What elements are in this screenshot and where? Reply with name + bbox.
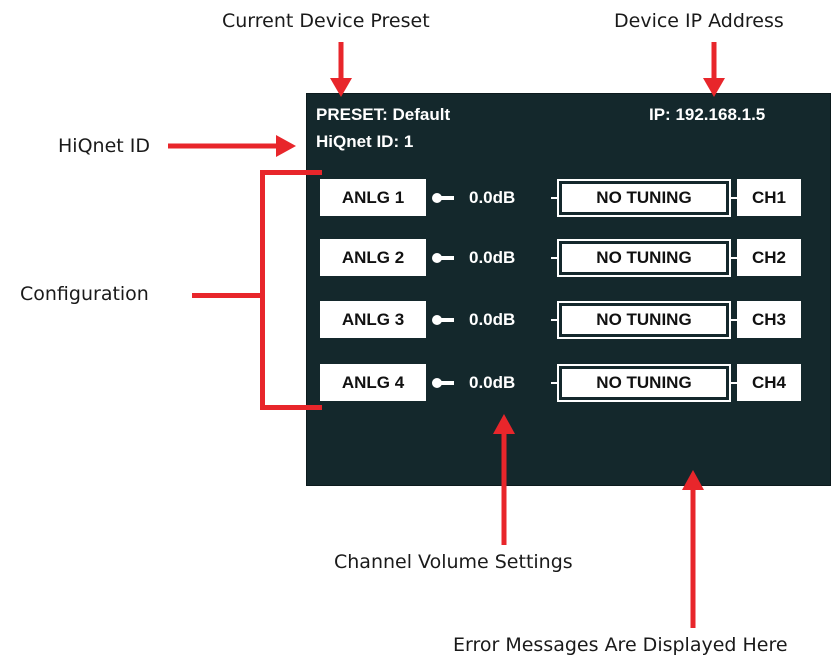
preset-readout: PRESET: Default — [316, 105, 451, 124]
hiqnet-id-label: HiQnet ID — [58, 135, 150, 157]
configuration-bracket-top — [260, 170, 322, 175]
tuning-status: NO TUNING — [562, 306, 726, 334]
volume-knob-stem — [440, 381, 454, 385]
channel-volume-settings-label: Channel Volume Settings — [334, 551, 573, 573]
input-source-box[interactable]: ANLG 1 — [320, 179, 426, 216]
volume-knob-icon — [432, 315, 442, 325]
output-channel-box[interactable]: CH1 — [737, 179, 801, 216]
ip-arrow-head-icon — [703, 78, 725, 97]
connector-line — [551, 197, 557, 199]
preset-arrow-head-icon — [330, 78, 352, 97]
tuning-status: NO TUNING — [562, 369, 726, 397]
volume-knob-stem — [440, 256, 454, 260]
hiqnet-readout: HiQnet ID: 1 — [316, 132, 414, 151]
configuration-label: Configuration — [20, 283, 149, 305]
device-screen: PRESET: Default IP: 192.168.1.5 HiQnet I… — [306, 93, 831, 486]
volume-knob-icon — [432, 193, 442, 203]
error-messages-label: Error Messages Are Displayed Here — [453, 634, 788, 656]
connector-line — [731, 197, 737, 199]
output-channel-box[interactable]: CH2 — [737, 239, 801, 276]
volume-arrow-head-icon — [493, 414, 515, 434]
tuning-status: NO TUNING — [562, 244, 726, 272]
current-device-preset-label: Current Device Preset — [222, 10, 430, 32]
connector-line — [731, 319, 737, 321]
ip-readout: IP: 192.168.1.5 — [649, 105, 766, 124]
tuning-frame[interactable]: NO TUNING — [557, 364, 731, 402]
error-arrow-head-icon — [682, 470, 704, 490]
volume-value: 0.0dB — [469, 373, 516, 392]
volume-knob-stem — [440, 196, 454, 200]
volume-knob-icon — [432, 253, 442, 263]
volume-knob-stem — [440, 318, 454, 322]
output-channel-box[interactable]: CH4 — [737, 364, 801, 401]
tuning-frame[interactable]: NO TUNING — [557, 239, 731, 277]
input-source-box[interactable]: ANLG 4 — [320, 364, 426, 401]
volume-value: 0.0dB — [469, 248, 516, 267]
tuning-frame[interactable]: NO TUNING — [557, 179, 731, 217]
configuration-bracket-vertical — [260, 170, 265, 410]
configuration-bracket-bottom — [260, 405, 322, 410]
connector-line — [731, 257, 737, 259]
volume-value: 0.0dB — [469, 310, 516, 329]
hiqnet-arrow-head-icon — [276, 135, 296, 157]
output-channel-box[interactable]: CH3 — [737, 301, 801, 338]
tuning-status: NO TUNING — [562, 184, 726, 212]
volume-value: 0.0dB — [469, 188, 516, 207]
connector-line — [551, 319, 557, 321]
connector-line — [551, 257, 557, 259]
input-source-box[interactable]: ANLG 2 — [320, 239, 426, 276]
connector-line — [551, 382, 557, 384]
connector-line — [731, 382, 737, 384]
volume-knob-icon — [432, 378, 442, 388]
input-source-box[interactable]: ANLG 3 — [320, 301, 426, 338]
configuration-pointer-line — [192, 293, 262, 298]
device-ip-address-label: Device IP Address — [614, 10, 784, 32]
tuning-frame[interactable]: NO TUNING — [557, 301, 731, 339]
